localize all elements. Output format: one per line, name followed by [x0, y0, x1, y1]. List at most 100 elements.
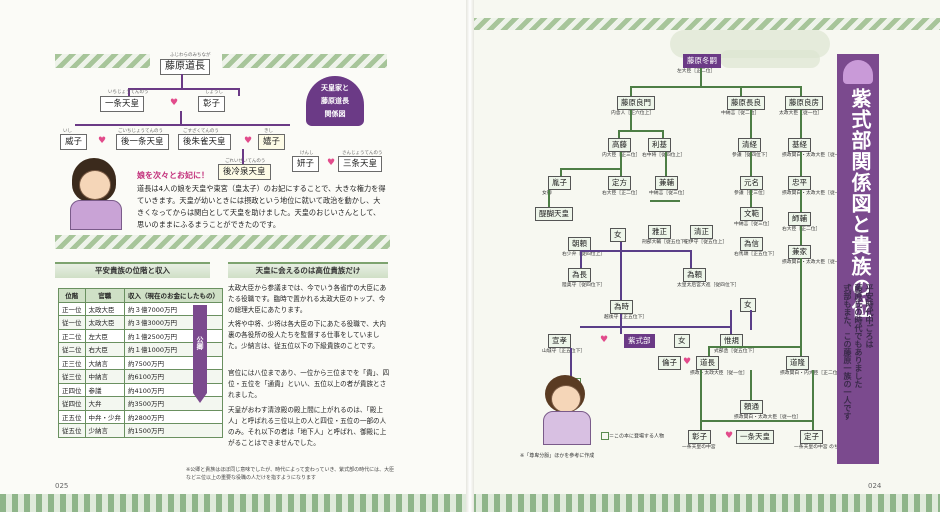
node-shoshi: 彰子 — [198, 96, 226, 112]
tree-connector — [580, 250, 690, 252]
table-cell: 正三位 — [58, 355, 86, 370]
tree-node-kiyomasa: 清正 — [690, 225, 713, 239]
tree-connector — [620, 152, 622, 176]
node-kenshi: 妍子 — [292, 156, 320, 172]
table-cell: 約3500万円 — [124, 396, 223, 411]
tree-connector — [800, 152, 802, 176]
table-row: 従四位大弁約3500万円 — [58, 396, 223, 411]
column-header: 位階 — [58, 288, 86, 303]
section-heading: 平安貴族の位階と収入 — [55, 262, 210, 278]
heart-icon: ♥ — [683, 357, 692, 367]
tree-connector — [750, 110, 752, 138]
text-paragraph: 大将や中将、少将は各大臣の下にあたる役職で、大内裏の各役所の役人たちを監督する仕… — [228, 320, 386, 350]
tree-connector — [700, 420, 812, 422]
tree-connector — [548, 190, 550, 207]
subtitle-line: 式部もまた、この藤原一族の一人です — [843, 284, 852, 420]
tree-node-nagara: 藤原長良 — [727, 96, 765, 110]
table-header-row: 位階 官職 収入（現在のお金にしたもの） — [58, 288, 223, 303]
tree-node-fuminori: 文範 — [740, 207, 763, 221]
tree-connector — [730, 310, 732, 334]
murasaki-character-illustration — [66, 156, 128, 230]
tree-node-mototsune: 基経 — [788, 138, 811, 152]
node-fujiwara-michinaga: 藤原道長 — [160, 59, 210, 75]
tree-node-fuyutsugu: 藤原冬嗣 — [683, 54, 721, 68]
tree-node-asayori: 朝頼 — [568, 237, 591, 251]
legend-label: ＝この本に登場する人物 — [609, 433, 665, 440]
heart-icon: ♥ — [170, 98, 179, 108]
decorative-border — [55, 235, 390, 249]
ruby-text: しょうし — [205, 90, 223, 95]
tree-node-michinaga: 道長 — [696, 356, 719, 370]
tree-connector — [630, 110, 632, 130]
connector — [128, 88, 130, 96]
heart-icon: ♥ — [725, 431, 734, 441]
tree-connector — [800, 258, 802, 356]
table-row: 従五位少納言約1500万円 — [58, 423, 223, 438]
tree-connector — [580, 326, 730, 328]
ruby-text: けんし — [300, 151, 314, 156]
tree-connector — [750, 190, 752, 207]
tree-connector — [580, 250, 582, 268]
tree-connector — [560, 168, 620, 170]
tree-node-yoshifusa: 藤原良房 — [785, 96, 823, 110]
intro-body: 道長は4人の娘を天皇や東宮（皇太子）のお妃にすることで、大きな権力を得ていきます… — [137, 184, 386, 229]
table-cell: 左大臣 — [84, 328, 125, 343]
tree-node-yorimichi: 頼通 — [740, 400, 763, 414]
tree-node-kiyotsune: 清経 — [738, 138, 761, 152]
table-cell: 正二位 — [58, 328, 86, 343]
node-kishi: 嬉子 — [258, 134, 286, 150]
tree-connector — [662, 130, 664, 138]
table-cell: 約１億1000万円 — [124, 342, 223, 357]
table-cell: 約4100万円 — [124, 382, 223, 397]
table-cell: 約2800万円 — [124, 409, 223, 424]
tree-node-caption: 摂政関白・太政大臣［従一位］ — [734, 415, 802, 420]
fan-title-badge: 天皇家と 藤原道長 関係図 — [306, 76, 364, 126]
legend: ＝この本に登場する人物 — [601, 432, 664, 440]
table-cell: 従三位 — [58, 369, 86, 384]
tree-node-kaneie: 兼家 — [788, 245, 811, 259]
ruby-text: ごれいぜいてんのう — [225, 159, 266, 164]
tree-node-caption: 紀伊守［従五位上］ — [684, 240, 728, 245]
table-cell: 正四位 — [58, 382, 86, 397]
heart-icon: ♥ — [327, 158, 336, 168]
tree-node-caption: 女御 — [542, 191, 552, 196]
kugyo-bracket-arrow — [193, 305, 207, 393]
tree-node-onna1: 女 — [610, 228, 626, 242]
ruby-text: ごすざくてんのう — [183, 129, 219, 134]
page-number: 024 — [868, 482, 882, 490]
tree-node-caption: 一条天皇の中宮 — [682, 445, 716, 450]
ruby-text: ふじわらのみちなが — [170, 53, 211, 58]
table-cell: 大納言 — [84, 355, 125, 370]
kugyo-label: 公卿 — [196, 336, 204, 350]
tree-node-caption: 太皇太后宮大進［従四位下］ — [677, 283, 740, 288]
decorative-border — [222, 54, 387, 68]
tree-node-onna2: 女 — [740, 298, 756, 312]
fan-title-line: 天皇家と — [321, 84, 349, 92]
tree-connector — [618, 130, 662, 132]
tree-node-murasaki: 紫式部 — [624, 334, 655, 348]
tree-node-michitaka: 道隆 — [786, 356, 809, 370]
node-ichijo-tenno: 一条天皇 — [100, 96, 145, 112]
tree-node-caption: 摂政関白・太政大臣［従一位］ — [782, 191, 850, 196]
table-cell: 約３億3000万円 — [124, 315, 223, 330]
footnote: ※公卿と貴族はほぼ同じ意味でしたが、時代によって変わっていき、紫式部の時代には、… — [186, 467, 395, 481]
tree-connector — [700, 370, 702, 430]
table-row: 従二位右大臣約１億1000万円 — [58, 342, 223, 357]
table-cell: 従一位 — [58, 315, 86, 330]
table-cell: 少納言 — [84, 423, 125, 438]
section-heading: 天皇に会えるのは高位貴族だけ — [228, 262, 388, 278]
tree-connector — [630, 86, 800, 88]
tree-node-caption: 摂政関白・内大臣［正二位］ — [780, 371, 842, 377]
decorative-border — [55, 54, 150, 68]
subtitle-line: 藤原氏の時代でもありました — [854, 284, 863, 388]
decorative-cloud — [720, 50, 820, 68]
tree-node-caption: 内舎人［正六位上］ — [611, 111, 655, 116]
table-cell: 太政大臣 — [84, 301, 125, 316]
tree-connector — [750, 310, 752, 330]
connector — [238, 88, 240, 96]
heart-icon: ♥ — [98, 136, 107, 146]
table-cell: 大弁 — [84, 396, 125, 411]
tree-node-yoshikado: 藤原良門 — [617, 96, 655, 110]
tree-node-rinshi: 倫子 — [658, 356, 681, 370]
